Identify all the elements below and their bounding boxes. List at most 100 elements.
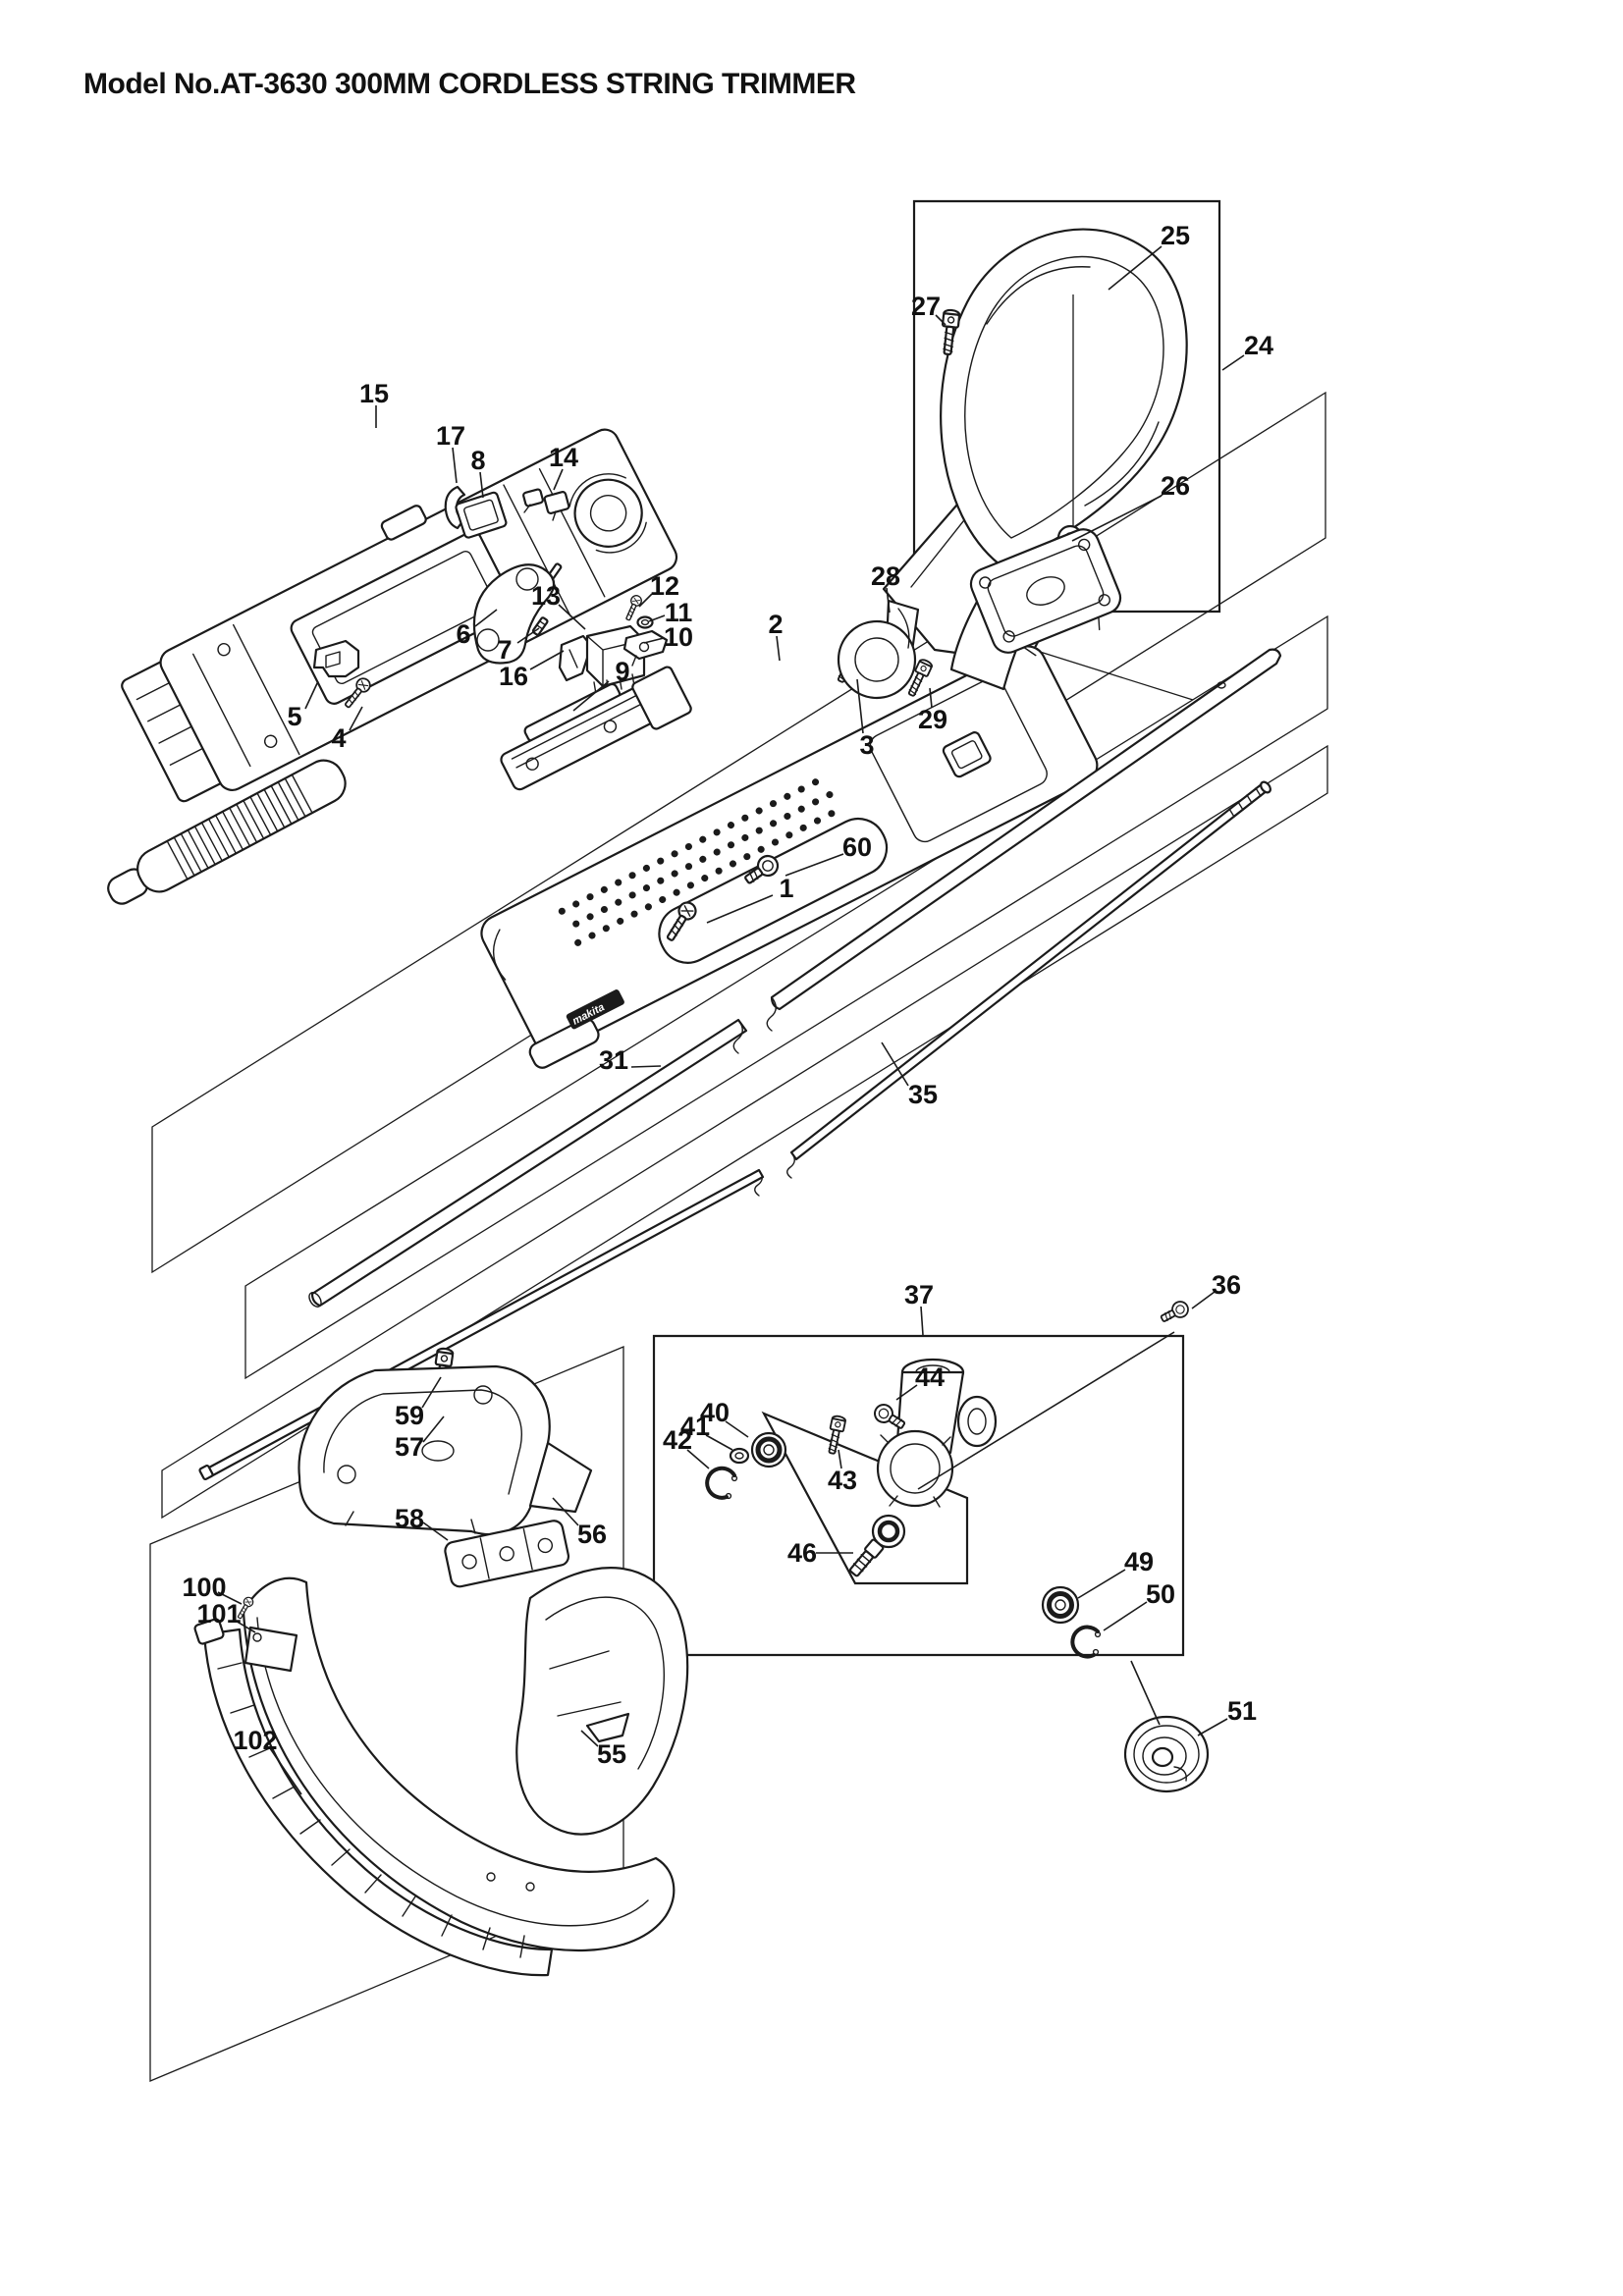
part-label-13: 13: [531, 581, 561, 611]
part-label-60: 60: [842, 832, 872, 862]
part-label-25: 25: [1161, 221, 1190, 250]
leader-line-55: [580, 1730, 599, 1747]
part-51-spool: [1123, 1715, 1210, 1793]
part-102-protector-strip: [193, 1618, 554, 1977]
leader-line-26: [1071, 495, 1163, 542]
part-58-bracket: [444, 1520, 570, 1588]
leader-line-36: [917, 1331, 1175, 1490]
part-37-gear-head: [876, 1358, 998, 1508]
part-label-57: 57: [395, 1432, 424, 1462]
part-label-12: 12: [650, 571, 679, 601]
part-label-49: 49: [1124, 1547, 1154, 1576]
part-6-trigger-lever: [472, 563, 556, 665]
part-label-8: 8: [470, 446, 485, 475]
part-label-11: 11: [665, 598, 693, 627]
leader-line-36: [1191, 1291, 1216, 1309]
leader-line-2: [776, 635, 781, 662]
part-55-guard: [242, 1567, 689, 1951]
part-9-slide-plate: [500, 666, 692, 791]
part-label-2: 2: [768, 610, 783, 639]
part-label-46: 46: [787, 1538, 817, 1568]
part-label-59: 59: [395, 1401, 424, 1430]
leader-line-13: [558, 604, 586, 630]
part-15-rear-housing: [121, 428, 678, 803]
part-label-40: 40: [700, 1398, 730, 1427]
leader-line-101: [233, 1619, 256, 1633]
part-label-41: 41: [680, 1412, 710, 1441]
part-43-bolt: [824, 1414, 847, 1456]
part-label-10: 10: [664, 622, 693, 652]
part-label-100: 100: [182, 1573, 226, 1602]
part-label-44: 44: [915, 1362, 945, 1392]
leader-line-16: [529, 650, 565, 670]
part-label-101: 101: [196, 1599, 241, 1629]
part-14-switch-bits: [522, 488, 570, 580]
part-label-102: 102: [233, 1726, 277, 1755]
part-26-handle-base: [969, 528, 1122, 657]
page-title: Model No.AT-3630 300MM CORDLESS STRING T…: [83, 68, 856, 100]
part-label-56: 56: [577, 1520, 607, 1549]
part-50-snap-ring: [1070, 1625, 1102, 1659]
leader-line-11: [648, 614, 666, 622]
part-label-43: 43: [828, 1466, 857, 1495]
leader-line-17: [452, 447, 458, 484]
part-label-27: 27: [911, 292, 941, 321]
part-label-36: 36: [1212, 1270, 1241, 1300]
group-box-handle-24: [912, 199, 1221, 614]
leader-line-51: [1130, 1660, 1161, 1726]
leader-line-29: [929, 687, 933, 709]
leader-line-1: [706, 894, 774, 924]
leader-line-44: [895, 1384, 918, 1401]
leader-line-3: [856, 678, 864, 734]
part-10-holder: [622, 629, 669, 667]
part-5-clamp: [312, 639, 360, 678]
part-46-spindle: [848, 1514, 906, 1577]
part-label-4: 4: [331, 723, 346, 753]
part-label-1: 1: [779, 874, 793, 903]
leader-line-8: [479, 471, 484, 499]
part-label-15: 15: [359, 379, 389, 408]
part-label-29: 29: [918, 705, 947, 734]
part-label-3: 3: [859, 730, 874, 760]
leader-line-4: [349, 706, 363, 731]
part-11-washer: [636, 615, 654, 629]
leader-line-59: [421, 1376, 442, 1409]
leader-line-28: [886, 587, 891, 614]
part-label-55: 55: [597, 1739, 626, 1769]
part-28-pipe-clamp: [837, 599, 920, 700]
part-flexible-boot: [107, 759, 347, 905]
part-label-16: 16: [499, 662, 528, 691]
part-label-50: 50: [1146, 1579, 1175, 1609]
part-label-7: 7: [497, 635, 512, 665]
leader-line-31: [630, 1065, 662, 1068]
leader-line-37: [920, 1306, 924, 1336]
part-41-washer: [729, 1447, 750, 1465]
leader-line-12: [638, 593, 653, 608]
leader-line-42: [686, 1449, 710, 1469]
part-label-14: 14: [549, 443, 578, 472]
leader-line-49: [1077, 1569, 1126, 1599]
part-31-outer-pipe: [308, 648, 1282, 1308]
part-label-17: 17: [436, 421, 465, 451]
part-label-28: 28: [871, 561, 900, 591]
leader-line-10: [643, 637, 665, 644]
leader-line-25: [1108, 245, 1163, 291]
leader-line-24: [1221, 354, 1245, 371]
group-outline-inner-shaft: [161, 744, 1328, 1520]
leader-line-58: [422, 1522, 449, 1541]
part-label-42: 42: [663, 1425, 692, 1455]
part-56-guard-cover: [298, 1364, 593, 1536]
leader-line-56: [552, 1497, 579, 1526]
leader-line-102: [269, 1747, 302, 1795]
leader-line-60: [784, 853, 844, 877]
part-label-6: 6: [456, 619, 470, 649]
leader-line-35: [881, 1041, 909, 1087]
leader-line-51: [1197, 1718, 1228, 1736]
part-8-button: [455, 491, 508, 539]
part-42-snap-ring: [705, 1466, 738, 1500]
leader-line-100: [217, 1591, 243, 1605]
part-label-9: 9: [615, 657, 629, 686]
group-box-gearhead-37: [652, 1334, 1185, 1657]
